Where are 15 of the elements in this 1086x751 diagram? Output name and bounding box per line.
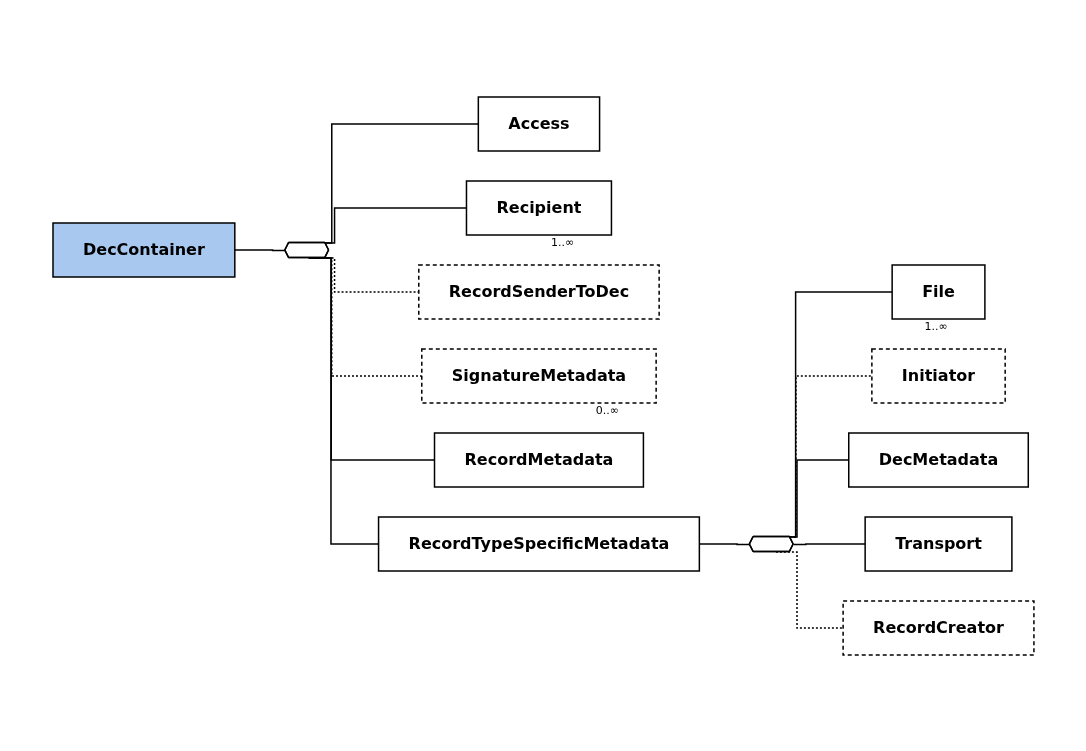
node-box: Transport xyxy=(863,515,1013,572)
node-box: Access xyxy=(477,95,600,152)
node-box: Initiator xyxy=(870,347,1006,404)
node-box: RecordSenderToDec xyxy=(417,263,660,320)
node-box: RecordCreator xyxy=(841,599,1035,656)
occurrence-label: 0..∞ xyxy=(595,403,619,417)
connector xyxy=(307,256,379,545)
node-box: DecContainer xyxy=(51,221,236,278)
connector xyxy=(698,542,751,545)
node-box: RecordTypeSpecificMetadata xyxy=(377,515,700,572)
node-box: DecMetadata xyxy=(847,431,1029,488)
node-box: RecordMetadata xyxy=(433,431,644,488)
node-box: Recipient xyxy=(465,179,612,236)
node-box: SignatureMetadata xyxy=(420,347,657,404)
node-box: File xyxy=(890,263,986,320)
